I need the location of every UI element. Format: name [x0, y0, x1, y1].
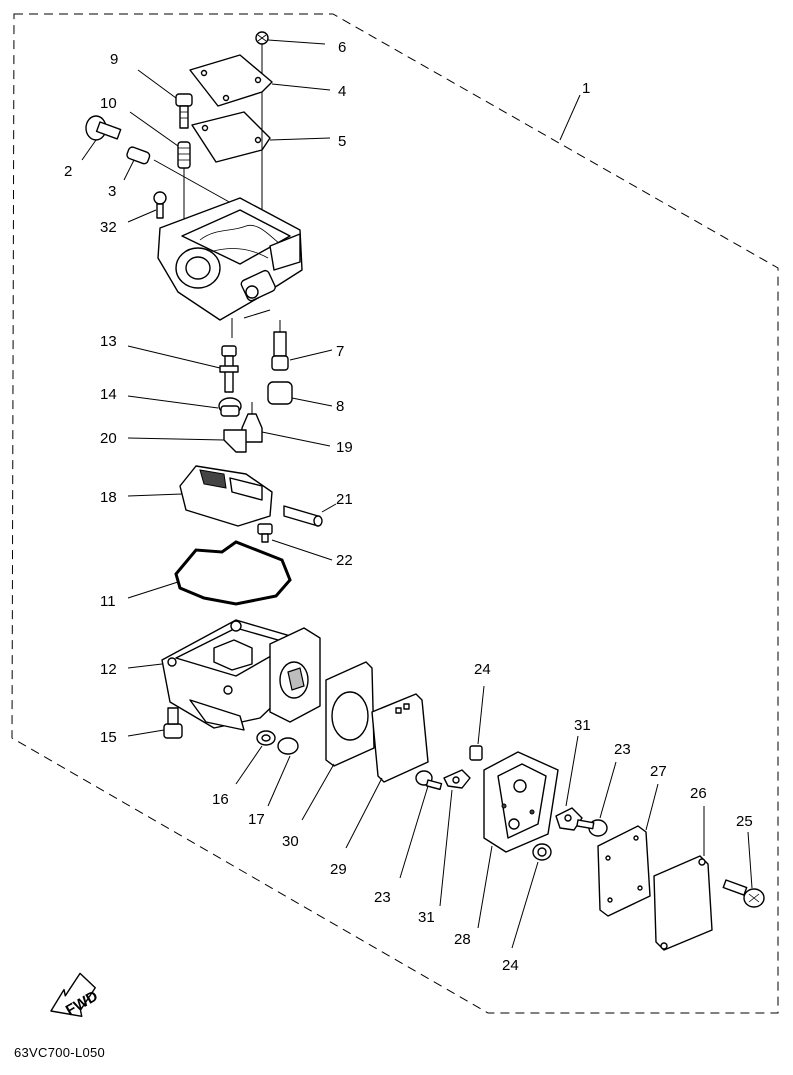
part-32-screw [127, 191, 167, 223]
label-18: 18 [100, 489, 117, 506]
assembly-boundary [11, 13, 779, 1014]
label-14: 14 [100, 386, 117, 403]
part-23-screw-left [399, 770, 443, 879]
label-12: 12 [100, 661, 117, 678]
label-23-right: 23 [614, 741, 631, 758]
label-31-right: 31 [574, 717, 591, 734]
label-6: 6 [338, 39, 346, 56]
part-4-cover [189, 54, 331, 107]
part-24-nut-bottom [511, 843, 552, 949]
part-2-screw [81, 115, 122, 161]
part-24-nut-top [469, 685, 485, 761]
part-16-washer [235, 730, 276, 785]
label-5: 5 [338, 133, 346, 150]
part-13-nozzle [127, 345, 239, 393]
label-29: 29 [330, 861, 347, 878]
label-2: 2 [64, 163, 72, 180]
part-23-screw-right [576, 761, 617, 837]
label-16: 16 [212, 791, 229, 808]
label-31-left: 31 [418, 909, 435, 926]
label-28: 28 [454, 931, 471, 948]
part-25-screw [722, 831, 765, 908]
part-28-pump-body [477, 751, 559, 929]
label-9: 9 [110, 51, 118, 68]
label-21: 21 [336, 491, 353, 508]
label-17: 17 [248, 811, 265, 828]
part-11-gasket [127, 540, 292, 606]
part-27-diaphragm [597, 783, 659, 917]
label-8: 8 [336, 398, 344, 415]
part-14-main-jet [127, 395, 242, 417]
part-30-gasket [301, 661, 375, 821]
label-25: 25 [736, 813, 753, 830]
label-24-top: 24 [474, 661, 491, 678]
label-22: 22 [336, 552, 353, 569]
part-21-pin [283, 503, 337, 527]
label-27: 27 [650, 763, 667, 780]
part-19-needle-valve [241, 402, 331, 447]
part-5-gasket [191, 92, 331, 230]
part-15-screw [127, 707, 183, 739]
part-3-spring [123, 146, 241, 209]
part-6-screw [255, 31, 326, 80]
part-10-spring [129, 111, 191, 220]
part-8-plug [267, 381, 333, 407]
label-23-left: 23 [374, 889, 391, 906]
part-31-valve-left [439, 769, 471, 907]
part-22-screw [257, 523, 333, 561]
label-7: 7 [336, 343, 344, 360]
label-30: 30 [282, 833, 299, 850]
label-4: 4 [338, 83, 346, 100]
label-24-bottom: 24 [502, 957, 519, 974]
part-29-diaphragm [345, 693, 429, 849]
label-1: 1 [582, 80, 590, 97]
part-31-valve-right [555, 735, 583, 831]
label-11: 11 [100, 593, 116, 610]
label-19: 19 [336, 439, 353, 456]
label-15: 15 [100, 729, 117, 746]
part-17-drain-screw [267, 737, 299, 807]
label-32: 32 [100, 219, 117, 236]
label-3: 3 [108, 183, 116, 200]
part-26-cover [653, 806, 713, 951]
diagram-code: 63VC700-L050 [14, 1045, 106, 1060]
part-7-jet [271, 320, 333, 371]
label-20: 20 [100, 430, 117, 447]
label-26: 26 [690, 785, 707, 802]
part-12-float-chamber [127, 619, 321, 731]
label-13: 13 [100, 333, 117, 350]
part-18-float [127, 465, 273, 527]
carburetor-body [157, 197, 303, 338]
part-20-clip [127, 429, 247, 453]
part-labels: 1 2 3 4 5 6 7 8 9 10 11 12 13 14 15 16 1… [64, 39, 753, 974]
label-10: 10 [100, 95, 117, 112]
fwd-arrow-icon: FWD [50, 972, 101, 1019]
part-9-screw [137, 69, 193, 129]
